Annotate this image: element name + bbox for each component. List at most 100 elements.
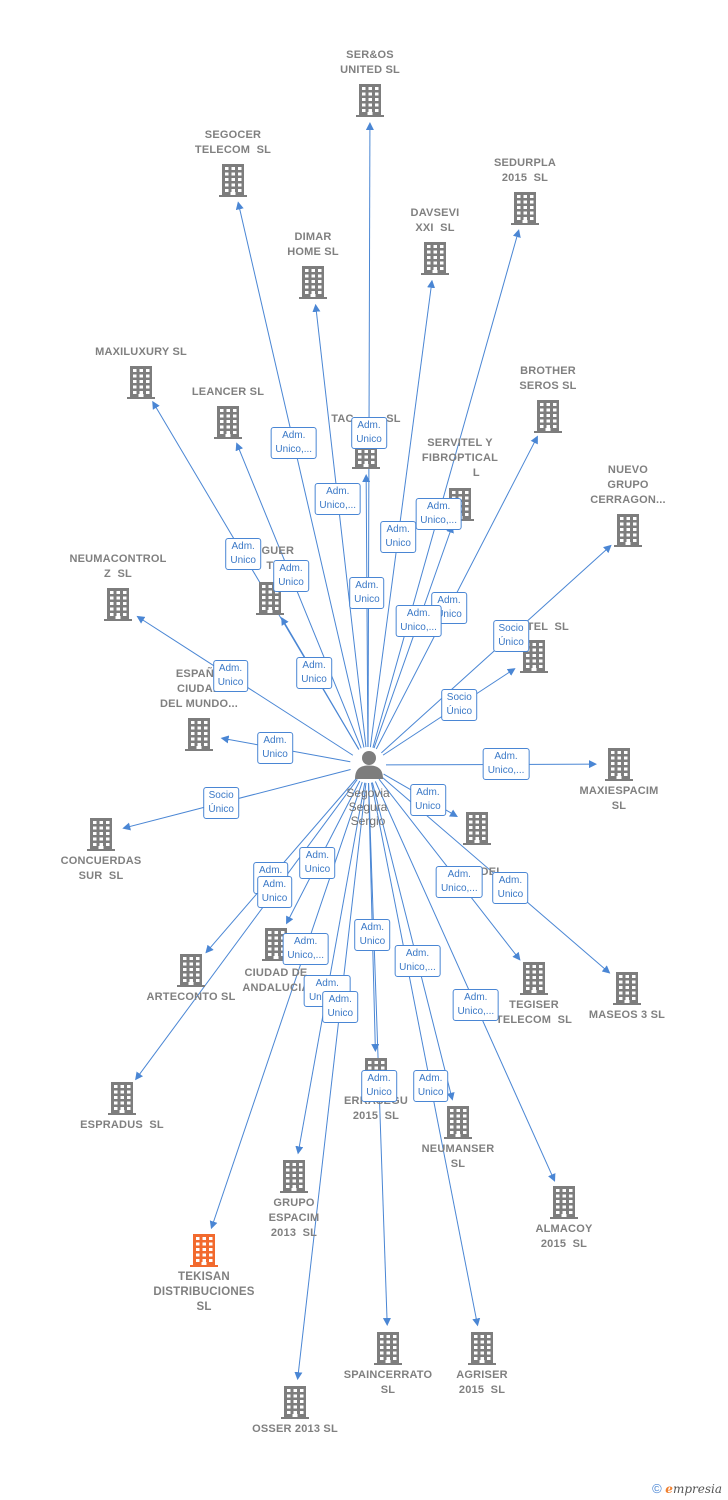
building-icon[interactable] <box>462 811 492 845</box>
company-label-segocer[interactable]: SEGOCER TELECOM SL <box>194 129 272 156</box>
company-label-neumanser[interactable]: NEUMANSER SL <box>421 1143 495 1170</box>
company-label-espradus[interactable]: ESPRADUS SL <box>80 1119 164 1131</box>
edge-role-tac[interactable]: Adm. Unico <box>349 576 385 609</box>
building-icon[interactable] <box>280 1385 310 1419</box>
edge-role-ciudad[interactable]: Adm. Unico <box>299 847 336 880</box>
edge-role-servitel[interactable]: Adm. Unico,... <box>395 605 442 638</box>
edge-line-neumanser <box>371 782 455 1101</box>
company-label-arteconto[interactable]: ARTECONTO SL <box>146 991 236 1003</box>
edge-line-dimar <box>312 303 367 748</box>
building-icon[interactable] <box>298 265 328 299</box>
building-icon[interactable] <box>213 405 243 439</box>
company-label-leancer[interactable]: LEANCER SL <box>191 386 265 398</box>
company-label-concuerdas[interactable]: CONCUERDAS SUR SL <box>60 855 142 882</box>
edge-role-neumacontrol[interactable]: Adm. Unico <box>212 660 249 693</box>
company-label-maxiespacim[interactable]: MAXIESPACIM SL <box>579 785 659 812</box>
edge-line-leancer <box>235 442 362 749</box>
edge-role-osser[interactable]: Adm. Unico <box>322 991 359 1024</box>
edge-role-tegiser[interactable]: Adm. Unico,... <box>435 866 483 899</box>
edge-role-oscitel[interactable]: Socio Único <box>441 689 478 722</box>
company-label-ciudad[interactable]: CIUDAD DE ANDALUCIA <box>242 967 310 994</box>
edge-line-tac <box>362 473 371 748</box>
edge-role-maxiespacim[interactable]: Adm. Unico,... <box>482 748 530 781</box>
building-icon[interactable] <box>443 1105 473 1139</box>
edge-role-davsevi[interactable]: Adm. Unico <box>380 520 416 553</box>
edge-role-serxos[interactable]: Adm. Unico <box>351 416 387 449</box>
company-label-agriser[interactable]: AGRISER 2015 SL <box>456 1369 508 1396</box>
edge-role-maxiluxury[interactable]: Adm. Unico <box>225 538 261 571</box>
company-label-nuevo[interactable]: NUEVO GRUPO CERRAGON... <box>590 464 666 506</box>
building-icon[interactable] <box>176 953 206 987</box>
company-label-brother[interactable]: BROTHER SEROS SL <box>519 365 577 392</box>
edge-line-davsevi <box>369 279 436 748</box>
edge-role-maseos[interactable]: Adm. Unico <box>492 871 529 904</box>
company-label-servitel[interactable]: SERVITEL Y FIBROPTICAL L <box>421 437 499 479</box>
company-label-osser[interactable]: OSSER 2013 SL <box>252 1423 338 1435</box>
edge-role-espana[interactable]: Adm. Unico <box>257 731 293 764</box>
company-label-sedurpla[interactable]: SEDURPLA 2015 SL <box>493 157 557 184</box>
edge-line-sedurpla <box>372 229 521 748</box>
edge-line-espradus <box>135 779 358 1081</box>
building-icon[interactable] <box>279 1159 309 1193</box>
edge-role-sedurpla[interactable]: Adm. Unico,... <box>415 498 462 531</box>
footer-brand: © empresia <box>652 1481 722 1496</box>
building-icon[interactable] <box>533 399 563 433</box>
building-icon[interactable] <box>126 365 156 399</box>
company-label-neumacontrol[interactable]: NEUMACONTROL Z SL <box>69 553 167 580</box>
person-icon[interactable] <box>353 748 385 780</box>
building-icon[interactable] <box>86 817 116 851</box>
building-icon[interactable] <box>184 717 214 751</box>
building-icon[interactable] <box>355 83 385 117</box>
building-icon[interactable] <box>218 163 248 197</box>
building-icon[interactable] <box>519 961 549 995</box>
edge-line-osser <box>294 782 367 1381</box>
edge-role-spaincerrato[interactable]: Adm. Unico <box>361 1069 397 1102</box>
edge-line-agriser <box>370 782 481 1327</box>
company-label-tegiser[interactable]: TEGISER TELECOM SL <box>495 999 573 1026</box>
edge-role-espradus[interactable]: Adm. Unico <box>256 875 293 908</box>
company-label-davsevi[interactable]: DAVSEVI XXI SL <box>410 207 460 234</box>
company-label-tac[interactable]: TAC SL <box>331 413 401 425</box>
building-icon[interactable] <box>189 1233 219 1267</box>
building-icon[interactable] <box>420 241 450 275</box>
building-icon[interactable] <box>612 971 642 1005</box>
company-label-dimar[interactable]: DIMAR HOME SL <box>287 231 339 258</box>
center-person-name[interactable]: Segovia Segura Sergio <box>346 786 390 828</box>
company-label-espana[interactable]: ESPAÑA CIUDAD DEL MUNDO... <box>160 668 238 710</box>
edge-line-almacoy <box>374 781 556 1182</box>
edge-role-leancer[interactable]: Adm. Unico <box>273 560 309 593</box>
edge-line-segocer <box>235 201 365 748</box>
building-icon[interactable] <box>467 1331 497 1365</box>
edge-role-concuerdas[interactable]: Socio Único <box>203 786 239 819</box>
edge-line-tekisan <box>209 781 363 1230</box>
edge-role-nuevo[interactable]: Socio Único <box>493 619 529 652</box>
building-icon[interactable] <box>261 927 291 961</box>
edge-role-segocer[interactable]: Adm. Unico,... <box>270 427 318 460</box>
building-icon[interactable] <box>107 1081 137 1115</box>
company-label-tekisan[interactable]: TEKISAN DISTRIBUCIONES SL <box>153 1271 255 1313</box>
company-label-serxos[interactable]: SER&OS UNITED SL <box>340 49 400 76</box>
edge-role-valle[interactable]: Adm. Unico <box>410 783 446 816</box>
edge-line-spaincerrato <box>368 782 391 1327</box>
building-icon[interactable] <box>604 747 634 781</box>
building-icon[interactable] <box>613 513 643 547</box>
edge-line-grupoespacim <box>295 782 366 1155</box>
edge-role-agriser[interactable]: Adm. Unico <box>412 1069 449 1102</box>
edge-role-tekisan[interactable]: Adm. Unico,... <box>282 933 330 966</box>
copyright-symbol: © <box>652 1481 662 1496</box>
building-icon[interactable] <box>549 1185 579 1219</box>
building-icon[interactable] <box>373 1331 403 1365</box>
company-label-grupoespacim[interactable]: GRUPO ESPACIM 2013 SL <box>268 1197 320 1239</box>
company-label-spaincerrato[interactable]: SPAINCERRATO SL <box>343 1369 433 1396</box>
edge-role-almacoy[interactable]: Adm. Unico,... <box>452 989 500 1022</box>
building-icon[interactable] <box>103 587 133 621</box>
edge-line-errasegu <box>367 782 380 1053</box>
edge-role-dimar[interactable]: Adm. Unico,... <box>314 483 362 516</box>
edge-role-errasegu[interactable]: Adm. Unico <box>354 918 391 951</box>
edge-role-loguer[interactable]: Adm. Unico <box>296 657 332 690</box>
company-label-maseos[interactable]: MASEOS 3 SL <box>588 1009 666 1021</box>
building-icon[interactable] <box>510 191 540 225</box>
edge-role-neumanser[interactable]: Adm. Unico,... <box>394 945 441 978</box>
company-label-maxiluxury[interactable]: MAXILUXURY SL <box>95 346 187 358</box>
company-label-almacoy[interactable]: ALMACOY 2015 SL <box>535 1223 593 1250</box>
